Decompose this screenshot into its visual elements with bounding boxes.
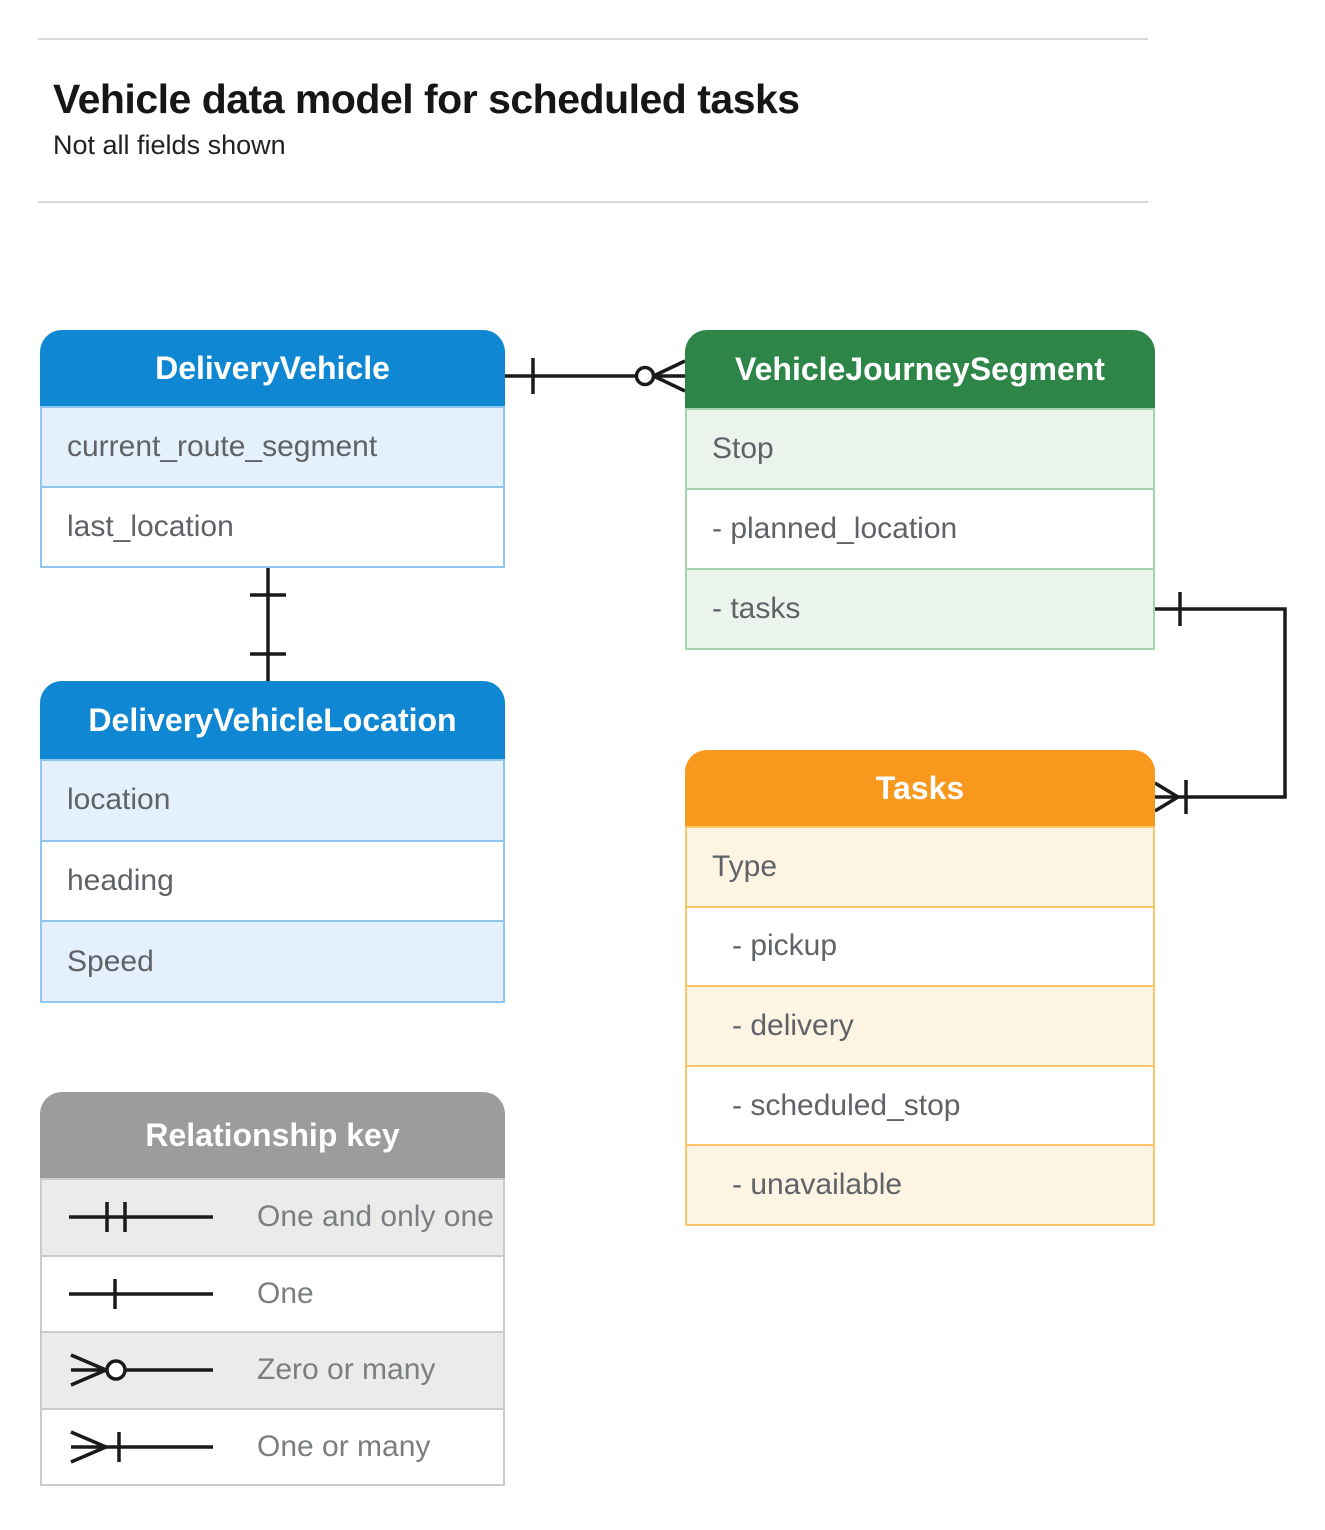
connector-deliveryvehicle-to-deliveryvehiclelocation bbox=[250, 568, 286, 681]
field-stop: Stop bbox=[687, 410, 1153, 488]
entity-vehicle-journey-segment: VehicleJourneySegment Stop - planned_loc… bbox=[685, 330, 1155, 650]
page-title: Vehicle data model for scheduled tasks bbox=[53, 76, 800, 122]
entity-tasks-fields: Type - pickup - delivery - scheduled_sto… bbox=[685, 826, 1155, 1226]
entity-delivery-vehicle-location-fields: location heading Speed bbox=[40, 759, 505, 1003]
field-last-location: last_location bbox=[42, 486, 503, 566]
field-unavailable: - unavailable bbox=[687, 1144, 1153, 1224]
connector-line bbox=[1155, 607, 1287, 799]
zero-or-many-crow-foot bbox=[652, 359, 686, 393]
key-item-zero-or-many: Zero or many bbox=[42, 1331, 503, 1408]
one-icon bbox=[69, 1278, 213, 1309]
one-and-only-one-icon bbox=[69, 1202, 213, 1233]
field-pickup: - pickup bbox=[687, 905, 1153, 986]
page-subtitle: Not all fields shown bbox=[53, 130, 286, 160]
relationship-key-title: Relationship key bbox=[40, 1092, 505, 1178]
zero-or-many-circle bbox=[634, 365, 656, 387]
field-heading: heading bbox=[42, 839, 503, 921]
entity-delivery-vehicle-fields: current_route_segment last_location bbox=[40, 406, 505, 568]
relationship-key-items: One and only one One Zero or many bbox=[40, 1178, 505, 1486]
entity-vehicle-journey-segment-fields: Stop - planned_location - tasks bbox=[685, 408, 1155, 650]
key-item-label: One bbox=[257, 1276, 314, 1310]
key-item-one: One bbox=[42, 1254, 503, 1331]
field-delivery: - delivery bbox=[687, 985, 1153, 1065]
entity-vehicle-journey-segment-title: VehicleJourneySegment bbox=[685, 330, 1155, 408]
key-item-one-or-many: One or many bbox=[42, 1407, 503, 1484]
entity-delivery-vehicle-title: DeliveryVehicle bbox=[40, 330, 505, 406]
header-divider bbox=[38, 201, 1148, 203]
entity-delivery-vehicle-location-title: DeliveryVehicleLocation bbox=[40, 681, 505, 759]
field-current-route-segment: current_route_segment bbox=[42, 408, 503, 486]
entity-tasks: Tasks Type - pickup - delivery - schedul… bbox=[685, 750, 1155, 1226]
entity-delivery-vehicle-location: DeliveryVehicleLocation location heading… bbox=[40, 681, 505, 1003]
field-tasks: - tasks bbox=[687, 568, 1153, 648]
key-item-label: Zero or many bbox=[257, 1353, 436, 1387]
field-scheduled-stop: - scheduled_stop bbox=[687, 1064, 1153, 1145]
relationship-key: Relationship key One and only one One bbox=[40, 1092, 505, 1486]
one-or-many-icon bbox=[70, 1430, 213, 1464]
connector-deliveryvehicle-to-vehiclejourneysegment bbox=[505, 358, 686, 394]
top-divider bbox=[38, 38, 1148, 40]
field-speed: Speed bbox=[42, 920, 503, 1002]
field-location: location bbox=[42, 761, 503, 840]
entity-tasks-title: Tasks bbox=[685, 750, 1155, 826]
key-item-label: One and only one bbox=[257, 1200, 494, 1234]
field-planned-location: - planned_location bbox=[687, 488, 1153, 568]
key-item-one-and-only-one: One and only one bbox=[42, 1180, 503, 1255]
entity-delivery-vehicle: DeliveryVehicle current_route_segment la… bbox=[40, 330, 505, 568]
zero-or-many-icon bbox=[70, 1353, 213, 1387]
one-or-many-crow-foot bbox=[1154, 781, 1179, 813]
key-item-label: One or many bbox=[257, 1429, 431, 1463]
connector-vehiclejourneysegment-tasks-to-tasks bbox=[1154, 592, 1287, 814]
field-type: Type bbox=[687, 828, 1153, 906]
